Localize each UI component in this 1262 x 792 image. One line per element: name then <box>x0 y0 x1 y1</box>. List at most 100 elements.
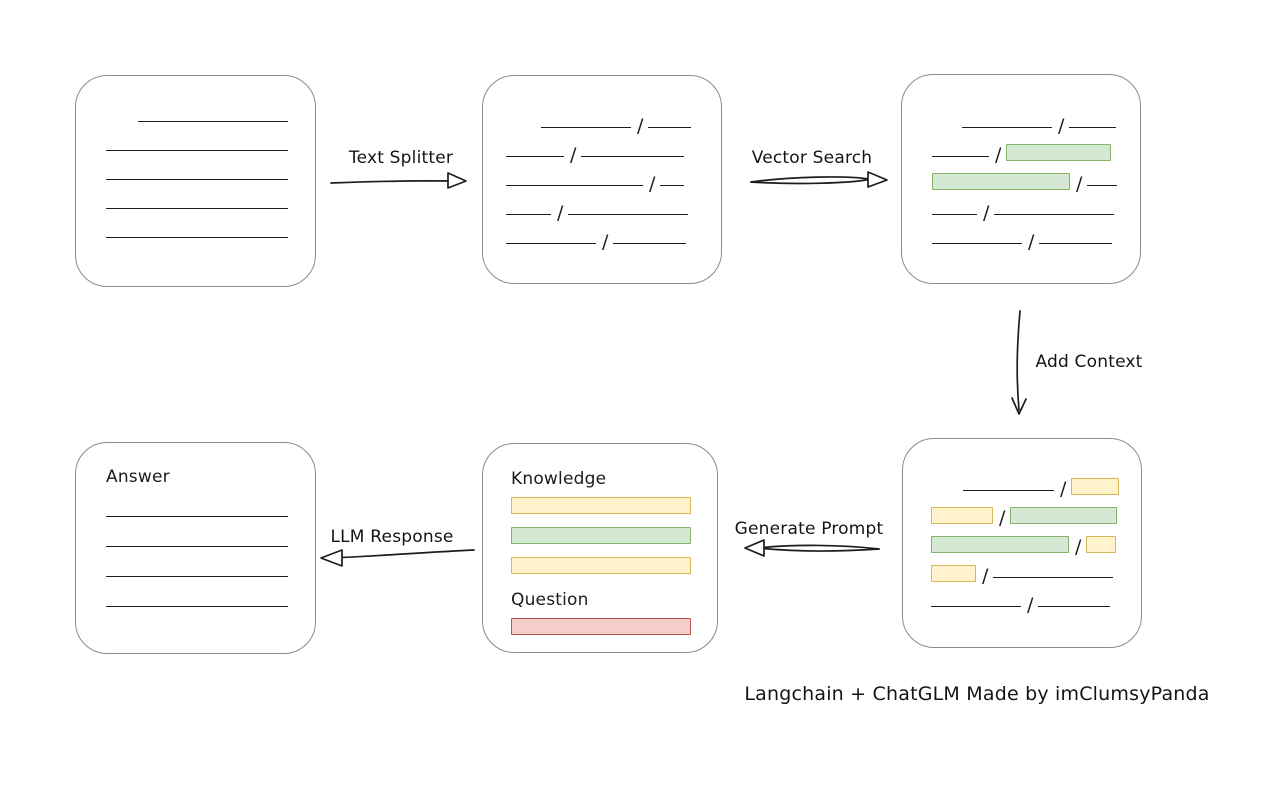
slash-separator: / <box>649 173 656 195</box>
box-row: / <box>932 215 1140 252</box>
yellow-highlight-chip <box>1086 536 1117 553</box>
line-segment <box>932 156 989 157</box>
credit-caption: Langchain + ChatGLM Made by imClumsyPand… <box>744 683 1210 705</box>
box-row <box>106 151 315 180</box>
box-row: Question <box>511 590 717 610</box>
vector-search-label: Vector Search <box>751 148 873 168</box>
line-segment <box>993 577 1114 578</box>
box-row <box>106 577 315 607</box>
box-row: / <box>932 99 1140 136</box>
slash-separator: / <box>983 202 990 224</box>
line-segment <box>106 150 288 151</box>
line-segment <box>932 243 1022 244</box>
llm-response-label: LLM Response <box>330 527 454 547</box>
slash-separator: / <box>602 231 609 253</box>
line-segment <box>106 576 288 577</box>
box-row: / <box>931 578 1141 615</box>
box-row: / <box>931 549 1141 586</box>
red-highlight-bar <box>511 618 691 635</box>
box-row: / <box>506 157 721 194</box>
line-segment <box>106 606 288 607</box>
line-segment <box>506 214 551 215</box>
green-highlight-chip <box>1010 507 1118 524</box>
box-row <box>106 547 315 577</box>
box-row: / <box>931 520 1141 557</box>
line-segment <box>581 156 685 157</box>
box-row: / <box>932 157 1140 194</box>
slash-separator: / <box>570 144 577 166</box>
green-highlight-bar <box>511 527 691 544</box>
box-row: / <box>506 99 721 136</box>
line-segment <box>613 243 687 244</box>
box-row: / <box>506 215 721 252</box>
box-row <box>511 618 717 635</box>
box-row <box>511 557 717 574</box>
line-segment <box>660 185 685 186</box>
slash-separator: / <box>1027 594 1034 616</box>
vector-search-arrow <box>750 171 888 188</box>
line-segment <box>1038 606 1111 607</box>
text-splitter-arrow <box>330 172 467 189</box>
add-context-arrow <box>1011 310 1027 415</box>
line-segment <box>138 121 288 122</box>
box-row <box>106 517 315 547</box>
line-segment <box>106 546 288 547</box>
box-label: Knowledge <box>511 469 607 489</box>
slash-separator: / <box>1060 478 1067 500</box>
box-vector-search-result: / / / / / <box>901 74 1141 284</box>
line-segment <box>932 214 977 215</box>
yellow-highlight-chip <box>931 507 993 524</box>
yellow-highlight-bar <box>511 497 691 514</box>
box-label: Question <box>511 590 589 610</box>
slash-separator: / <box>995 144 1002 166</box>
line-segment <box>1069 127 1117 128</box>
box-row: / <box>931 462 1141 499</box>
line-segment <box>994 214 1115 215</box>
box-label: Answer <box>106 467 170 487</box>
line-segment <box>106 179 288 180</box>
line-segment <box>1039 243 1113 244</box>
slash-separator: / <box>982 565 989 587</box>
box-source-document <box>75 75 316 287</box>
yellow-highlight-bar <box>511 557 691 574</box>
box-row: / <box>931 491 1141 528</box>
box-split-text: ///// <box>482 75 722 284</box>
line-segment <box>931 606 1021 607</box>
generate-prompt-arrow <box>744 539 880 557</box>
line-segment <box>506 185 643 186</box>
box-context-added: / / / / / <box>902 438 1142 648</box>
slash-separator: / <box>1058 115 1065 137</box>
box-row: / <box>506 128 721 165</box>
box-answer: Answer <box>75 442 316 654</box>
green-highlight-chip <box>1006 144 1112 161</box>
generate-prompt-label: Generate Prompt <box>734 519 884 539</box>
green-highlight-chip <box>932 173 1070 190</box>
box-row <box>511 527 717 544</box>
line-segment <box>506 156 564 157</box>
llm-response-arrow <box>320 549 475 567</box>
box-row <box>106 93 315 122</box>
slash-separator: / <box>637 115 644 137</box>
line-segment <box>963 490 1054 491</box>
line-segment <box>506 243 596 244</box>
line-segment <box>106 516 288 517</box>
slash-separator: / <box>999 507 1006 529</box>
line-segment <box>541 127 631 128</box>
green-highlight-chip <box>931 536 1069 553</box>
box-row: / <box>932 186 1140 223</box>
box-row: / <box>932 128 1140 165</box>
box-row: Answer <box>106 467 315 487</box>
box-row: / <box>506 186 721 223</box>
line-segment <box>568 214 689 215</box>
line-segment <box>1087 185 1118 186</box>
line-segment <box>648 127 692 128</box>
slash-separator: / <box>1076 173 1083 195</box>
yellow-highlight-chip <box>1071 478 1120 495</box>
line-segment <box>106 208 288 209</box>
slash-separator: / <box>1028 231 1035 253</box>
line-segment <box>106 237 288 238</box>
box-row <box>106 180 315 209</box>
slash-separator: / <box>1075 536 1082 558</box>
